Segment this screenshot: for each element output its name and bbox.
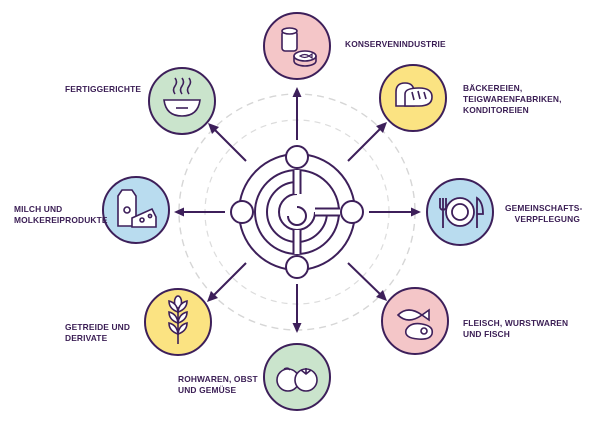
arrowhead-rohwaren [292, 323, 302, 333]
label-rohwaren: ROHWAREN, OBST UND GEMÜSE [178, 374, 258, 395]
label-fleisch: FLEISCH, WURSTWAREN UND FISCH [463, 318, 569, 339]
hub-logo [230, 145, 364, 279]
arrow-baecker [347, 127, 382, 162]
arrow-getreide [212, 262, 247, 297]
arrowhead-getreide [207, 291, 218, 302]
arrowhead-konserven [292, 87, 302, 97]
arrowhead-gemeinschaft [411, 207, 421, 217]
label-gemeinschaft: GEMEINSCHAFTS- VERPFLEGUNG [505, 203, 583, 224]
sector-rohwaren [263, 343, 331, 411]
sector-fertig [148, 67, 216, 135]
sector-fleisch [381, 287, 449, 355]
arrowhead-fleisch [376, 290, 387, 301]
label-milch: MILCH UND MOLKEREIPRODUKTE [14, 204, 108, 225]
sector-milch [102, 176, 170, 244]
sector-baecker [379, 64, 447, 132]
arrowhead-fertig [208, 123, 219, 134]
label-baecker: BÄCKEREIEN, TEIGWARENFABRIKEN, KONDITORE… [463, 83, 562, 115]
label-konserven: KONSERVENINDUSTRIE [345, 39, 446, 49]
arrowhead-milch [174, 207, 184, 217]
tomato-icon [276, 367, 318, 392]
arrowhead-baecker [376, 122, 387, 133]
wheat-icon [168, 295, 188, 344]
fish-meat-icon [396, 308, 434, 340]
sector-getreide [144, 288, 212, 356]
arrow-fleisch [347, 262, 381, 295]
bread-icon [395, 82, 433, 107]
arrow-fertig [214, 129, 247, 162]
arrows [174, 87, 421, 333]
sector-gemeinschaft [426, 178, 494, 246]
milk-cheese-icon [117, 189, 157, 228]
plate-cutlery-icon [439, 196, 484, 228]
soup-bowl-icon [163, 77, 201, 117]
label-fertig: FERTIGGERICHTE [65, 84, 142, 94]
canned-food-icon [281, 27, 317, 67]
sector-konserven [263, 12, 331, 80]
label-getreide: GETREIDE UND DERIVATE [65, 322, 131, 343]
